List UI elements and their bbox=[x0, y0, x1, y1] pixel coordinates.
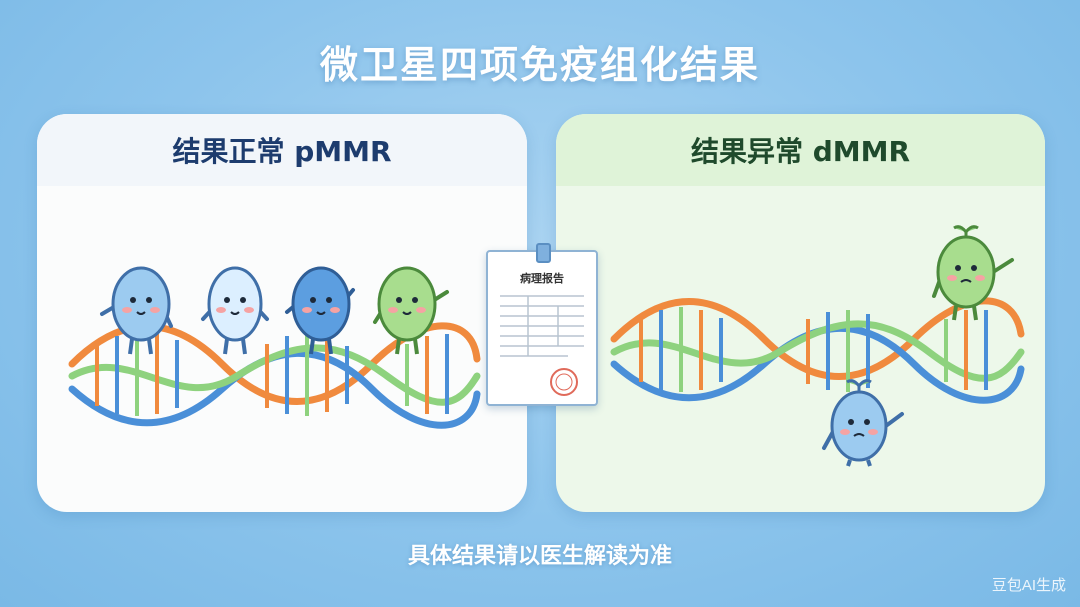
abnormal-result-panel: 结果异常 dMMR bbox=[556, 114, 1045, 512]
paper-clip-icon bbox=[536, 243, 551, 263]
mascot-green-4 bbox=[373, 266, 449, 355]
mascot-blue-detached bbox=[822, 379, 904, 467]
page-title: 微卫星四项免疫组化结果 bbox=[319, 43, 760, 87]
normal-result-heading: 结果正常 pMMR bbox=[37, 114, 527, 186]
ai-watermark: 豆包AI生成 bbox=[991, 577, 1066, 594]
report-title: 病理报告 bbox=[520, 272, 564, 285]
mascot-green-detached bbox=[932, 225, 1014, 321]
dna-helix-right bbox=[610, 297, 1025, 404]
normal-dna-illustration bbox=[68, 266, 481, 429]
pathology-report: 病理报告 bbox=[486, 243, 598, 406]
abnormal-dna-illustration bbox=[610, 225, 1025, 467]
normal-result-panel: 结果正常 pMMR bbox=[37, 114, 527, 512]
disclaimer-text: 具体结果请以医生解读为准 bbox=[407, 544, 672, 569]
mascot-light-blue-2 bbox=[201, 266, 269, 355]
seal-stamp-icon bbox=[550, 368, 578, 396]
abnormal-result-heading: 结果异常 dMMR bbox=[556, 114, 1045, 186]
mascot-blue-3 bbox=[285, 266, 355, 355]
report-lines bbox=[500, 295, 584, 396]
mascot-blue-1 bbox=[100, 266, 173, 355]
